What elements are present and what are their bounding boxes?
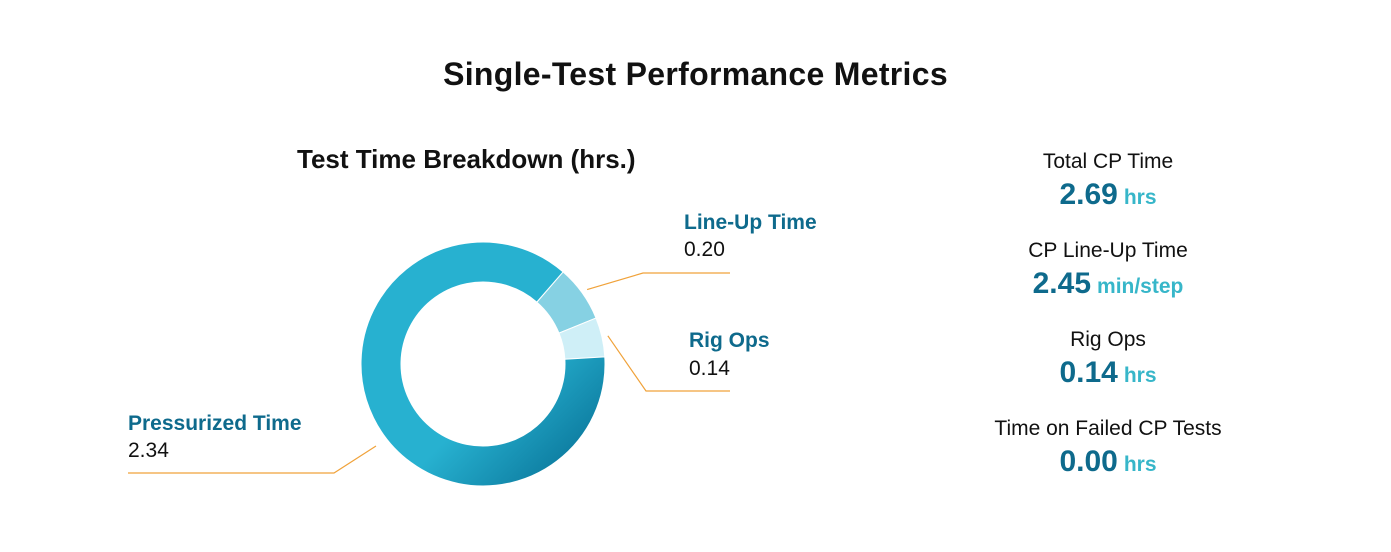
metric-label: Total CP Time (1042, 150, 1174, 173)
slice-pressurized-time (360, 241, 606, 487)
metric-value: 0.00 (1059, 445, 1118, 478)
callout-value-pressurized-time: 2.34 (128, 439, 169, 462)
chart-title: Test Time Breakdown (hrs.) (297, 144, 636, 174)
callout-label-rig-ops: Rig Ops (689, 329, 770, 352)
callout-label-pressurized-time: Pressurized Time (128, 412, 302, 435)
metric-unit: hrs (1123, 453, 1157, 476)
metric-value: 0.14 (1059, 356, 1118, 389)
metric-label: CP Line-Up Time (1028, 239, 1188, 262)
leader-line-rig-ops (607, 335, 730, 392)
metric-value: 2.45 (1032, 267, 1092, 300)
metric-label: Time on Failed CP Tests (994, 417, 1222, 440)
leader-line-pressurized-time (128, 445, 377, 474)
callout-label-line-up-time: Line-Up Time (684, 211, 817, 234)
metric-label: Rig Ops (1070, 328, 1146, 351)
page-title: Single-Test Performance Metrics (443, 56, 948, 92)
callout-value-rig-ops: 0.14 (689, 357, 730, 380)
leader-line-line-up-time (586, 272, 730, 291)
metric-value: 2.69 (1059, 178, 1118, 211)
callout-value-line-up-time: 0.20 (684, 238, 725, 261)
metric-unit: hrs (1123, 364, 1157, 387)
metric-unit: hrs (1123, 186, 1157, 209)
metric-unit: min/step (1097, 275, 1184, 298)
